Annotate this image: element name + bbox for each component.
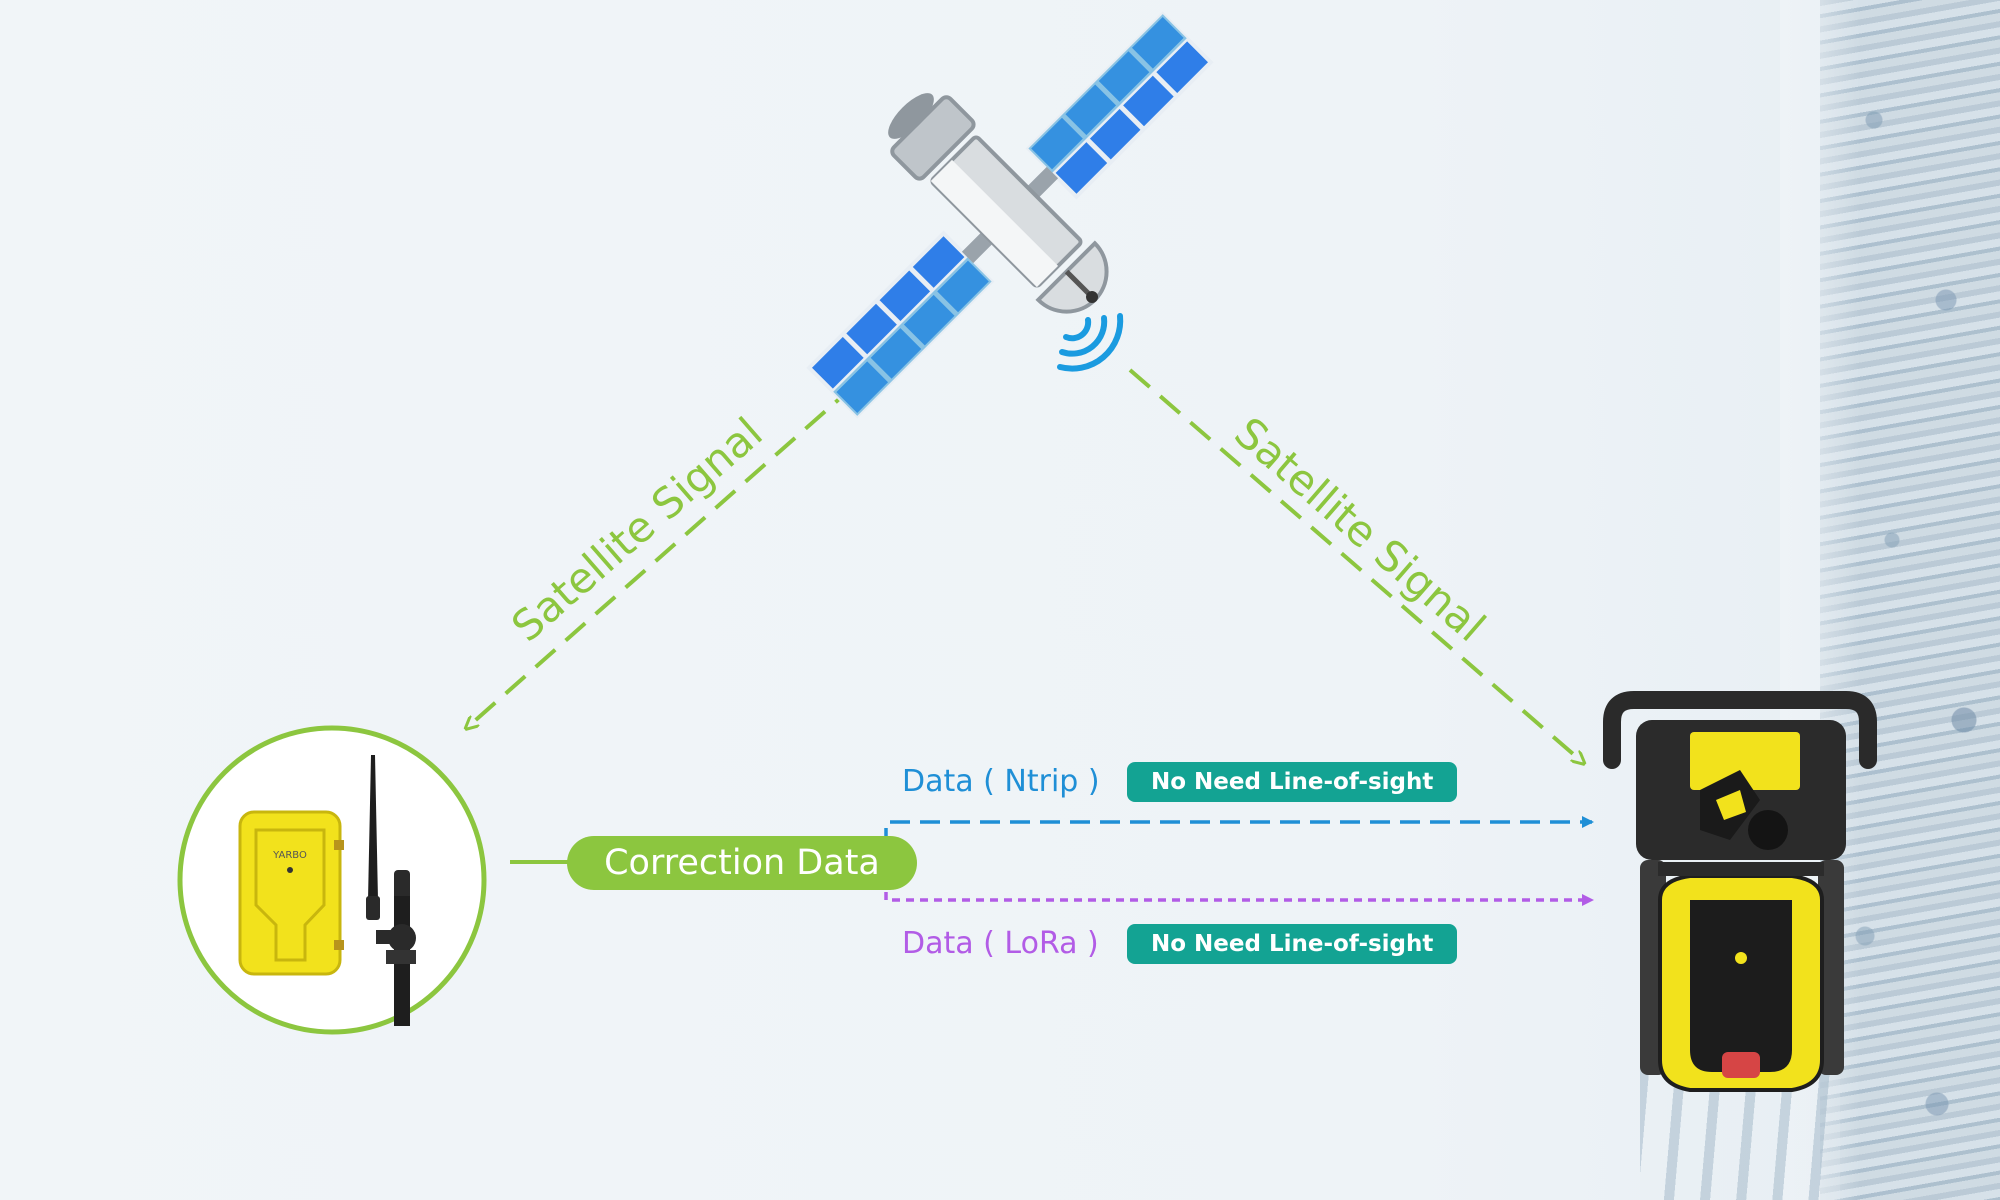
robot-mower-icon bbox=[1603, 691, 1877, 1092]
satellite-signal-line-left bbox=[470, 383, 857, 725]
solar-panel-left bbox=[806, 230, 995, 419]
satellite-icon bbox=[806, 11, 1214, 419]
satellite-signal-line-right bbox=[1128, 368, 1580, 760]
antenna-icon bbox=[366, 755, 416, 1026]
lora-line-of-sight-badge: No Need Line-of-sight bbox=[1127, 924, 1458, 964]
correction-data-pill: Correction Data bbox=[567, 836, 917, 890]
signal-waves-icon bbox=[1057, 313, 1124, 372]
ntrip-data-label: Data ( Ntrip ) bbox=[902, 764, 1100, 799]
lora-data-line bbox=[884, 878, 1594, 906]
lora-data-label: Data ( LoRa ) bbox=[902, 926, 1099, 961]
ntrip-data-line bbox=[884, 816, 1594, 848]
base-station-icon bbox=[238, 810, 344, 976]
base-station-brand: YARBO bbox=[272, 850, 307, 861]
solar-panel-right bbox=[1025, 11, 1214, 200]
ntrip-line-of-sight-badge: No Need Line-of-sight bbox=[1127, 762, 1458, 802]
